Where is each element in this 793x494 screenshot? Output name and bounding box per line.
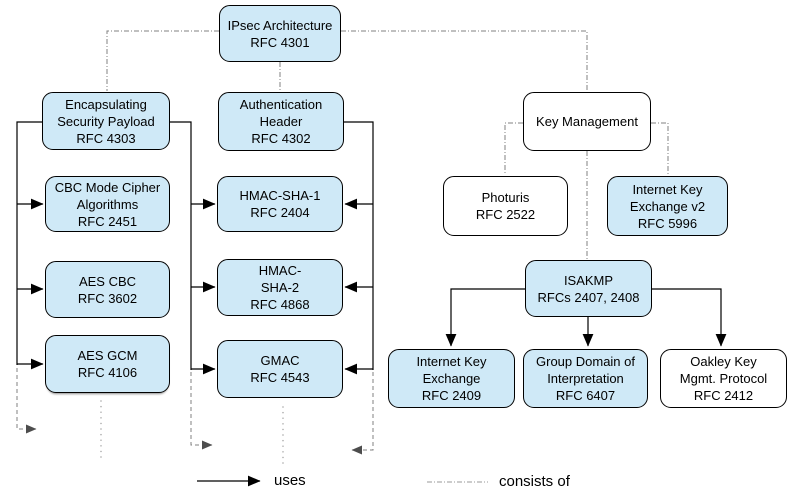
node-isakmp: ISAKMP RFCs 2407, 2408 bbox=[525, 260, 652, 317]
node-key-management: Key Management bbox=[523, 92, 651, 151]
ah-right-rail bbox=[344, 121, 374, 370]
uses-connectors bbox=[16, 121, 727, 375]
ah-right-rail-continuation bbox=[351, 372, 374, 455]
consists-of-connectors bbox=[106, 30, 669, 259]
esp-left-rail bbox=[16, 121, 42, 365]
edge-keymgmt-photuris bbox=[504, 122, 523, 175]
node-cbc-mode-cipher-algorithms: CBC Mode Cipher Algorithms RFC 2451 bbox=[45, 176, 170, 232]
column-continuation-dots bbox=[100, 400, 284, 469]
node-internet-key-exchange-v2: Internet Key Exchange v2 RFC 5996 bbox=[607, 176, 728, 236]
esp-left-rail-continuation bbox=[16, 368, 37, 434]
node-ipsec-architecture: IPsec Architecture RFC 4301 bbox=[219, 5, 341, 62]
node-hmac-sha-1: HMAC-SHA-1 RFC 2404 bbox=[217, 176, 343, 232]
node-oakley-key-mgmt-protocol: Oakley Key Mgmt. Protocol RFC 2412 bbox=[660, 349, 787, 408]
esp-right-rail-continuation bbox=[190, 372, 213, 450]
node-aes-cbc: AES CBC RFC 3602 bbox=[45, 261, 170, 318]
node-hmac-sha-2: HMAC- SHA-2 RFC 4868 bbox=[217, 259, 343, 316]
node-internet-key-exchange: Internet Key Exchange RFC 2409 bbox=[388, 349, 515, 408]
legend-uses-label: uses bbox=[274, 472, 306, 489]
esp-right-rail bbox=[170, 121, 192, 370]
legend-consists-of-label: consists of bbox=[499, 473, 570, 490]
edge-keymgmt-ikev2 bbox=[651, 122, 669, 175]
node-aes-gcm: AES GCM RFC 4106 bbox=[45, 335, 170, 393]
node-photuris: Photuris RFC 2522 bbox=[443, 176, 568, 236]
edge-isakmp-oakley bbox=[652, 288, 727, 347]
node-group-domain-of-interpretation: Group Domain of Interpretation RFC 6407 bbox=[523, 349, 648, 408]
node-gmac: GMAC RFC 4543 bbox=[217, 340, 343, 398]
edge-ipsec-keymgmt bbox=[341, 30, 588, 92]
edge-ipsec-esp bbox=[106, 30, 219, 91]
node-authentication-header: Authentication Header RFC 4302 bbox=[218, 92, 344, 151]
edge-isakmp-ike bbox=[445, 288, 525, 347]
continuation-connectors bbox=[16, 368, 374, 455]
node-encapsulating-security-payload: Encapsulating Security Payload RFC 4303 bbox=[42, 92, 170, 150]
